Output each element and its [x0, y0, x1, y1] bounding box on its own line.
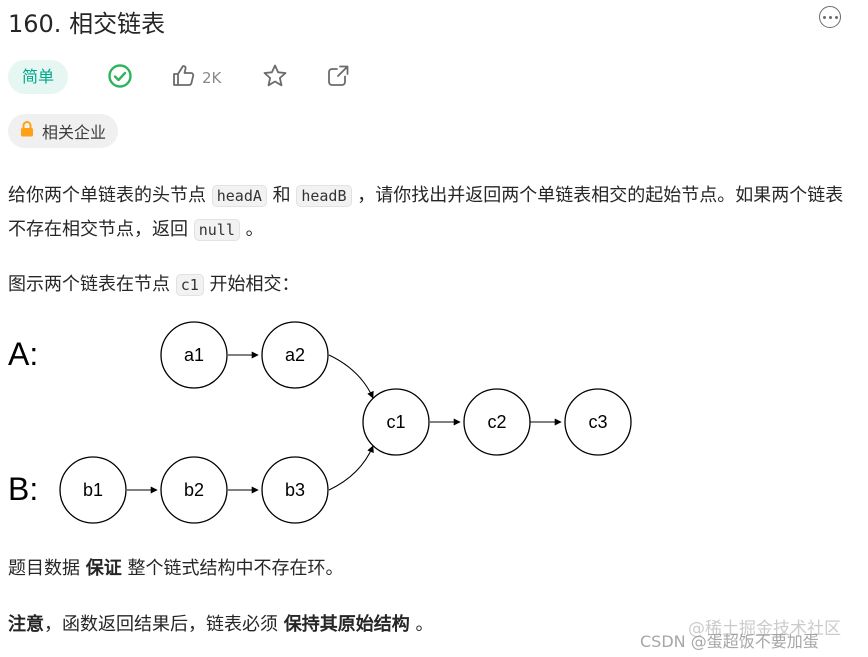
svg-text:a2: a2: [285, 345, 305, 365]
intersection-diagram: A: B: a1 a2 b1 b2 b3 c1 c2 c3: [8, 321, 632, 524]
problem-title: 160. 相交链表: [8, 10, 166, 38]
watermark-csdn: CSDN @蛋超饭不要加蛋: [640, 632, 819, 651]
node-c3: c3: [564, 388, 632, 456]
difficulty-badge: 简单: [8, 60, 69, 94]
inline-code-c1: c1: [175, 274, 204, 296]
svg-text:b2: b2: [184, 480, 204, 500]
svg-text:c2: c2: [487, 412, 506, 432]
thumbs-up-icon: [171, 63, 197, 93]
arrow-a2-c1: [328, 354, 374, 399]
list-b-label: B:: [8, 471, 38, 507]
star-icon[interactable]: [262, 63, 288, 89]
description-paragraph-2: 图示两个链表在节点 c1 开始相交：: [8, 274, 300, 296]
inline-code-null: null: [193, 219, 240, 241]
problem-toolbar: 简单: [8, 58, 69, 96]
company-tag-label: 相关企业: [42, 123, 107, 142]
node-b1: b1: [59, 456, 127, 524]
description-paragraph-1: 给你两个单链表的头节点 headA 和 headB ，请你找出并返回两个单链表相…: [8, 185, 844, 241]
bold-guarantee: 保证: [85, 558, 122, 579]
node-a1: a1: [160, 321, 228, 389]
node-b2: b2: [160, 456, 228, 524]
inline-code-headA: headA: [211, 185, 267, 207]
like-count: 2K: [202, 69, 222, 87]
svg-text:c1: c1: [386, 412, 405, 432]
like-button[interactable]: 2K: [171, 63, 221, 93]
inline-code-headB: headB: [296, 185, 352, 207]
node-b3: b3: [261, 456, 329, 524]
watermark-juejin: @稀土掘金技术社区: [688, 619, 841, 639]
check-circle-icon: [107, 63, 133, 89]
svg-text:c3: c3: [588, 412, 607, 432]
lock-icon: [20, 121, 42, 141]
node-c2: c2: [463, 388, 531, 456]
svg-text:b3: b3: [285, 480, 305, 500]
share-icon[interactable]: [325, 63, 351, 89]
node-c1: c1: [362, 388, 430, 456]
description-paragraph-3: 题目数据 保证 整个链式结构中不存在环。: [8, 558, 344, 579]
arrow-b3-c1: [328, 445, 374, 491]
bold-keep-structure: 保持其原始结构: [283, 614, 410, 635]
more-icon[interactable]: [819, 6, 841, 28]
svg-text:b1: b1: [83, 480, 103, 500]
description-paragraph-4: 注意，函数返回结果后，链表必须 保持其原始结构 。: [8, 614, 434, 635]
node-a2: a2: [261, 321, 329, 389]
related-companies-tag[interactable]: 相关企业: [8, 114, 119, 148]
list-a-label: A:: [8, 336, 38, 372]
bold-note: 注意: [8, 614, 44, 635]
svg-text:a1: a1: [184, 345, 204, 365]
